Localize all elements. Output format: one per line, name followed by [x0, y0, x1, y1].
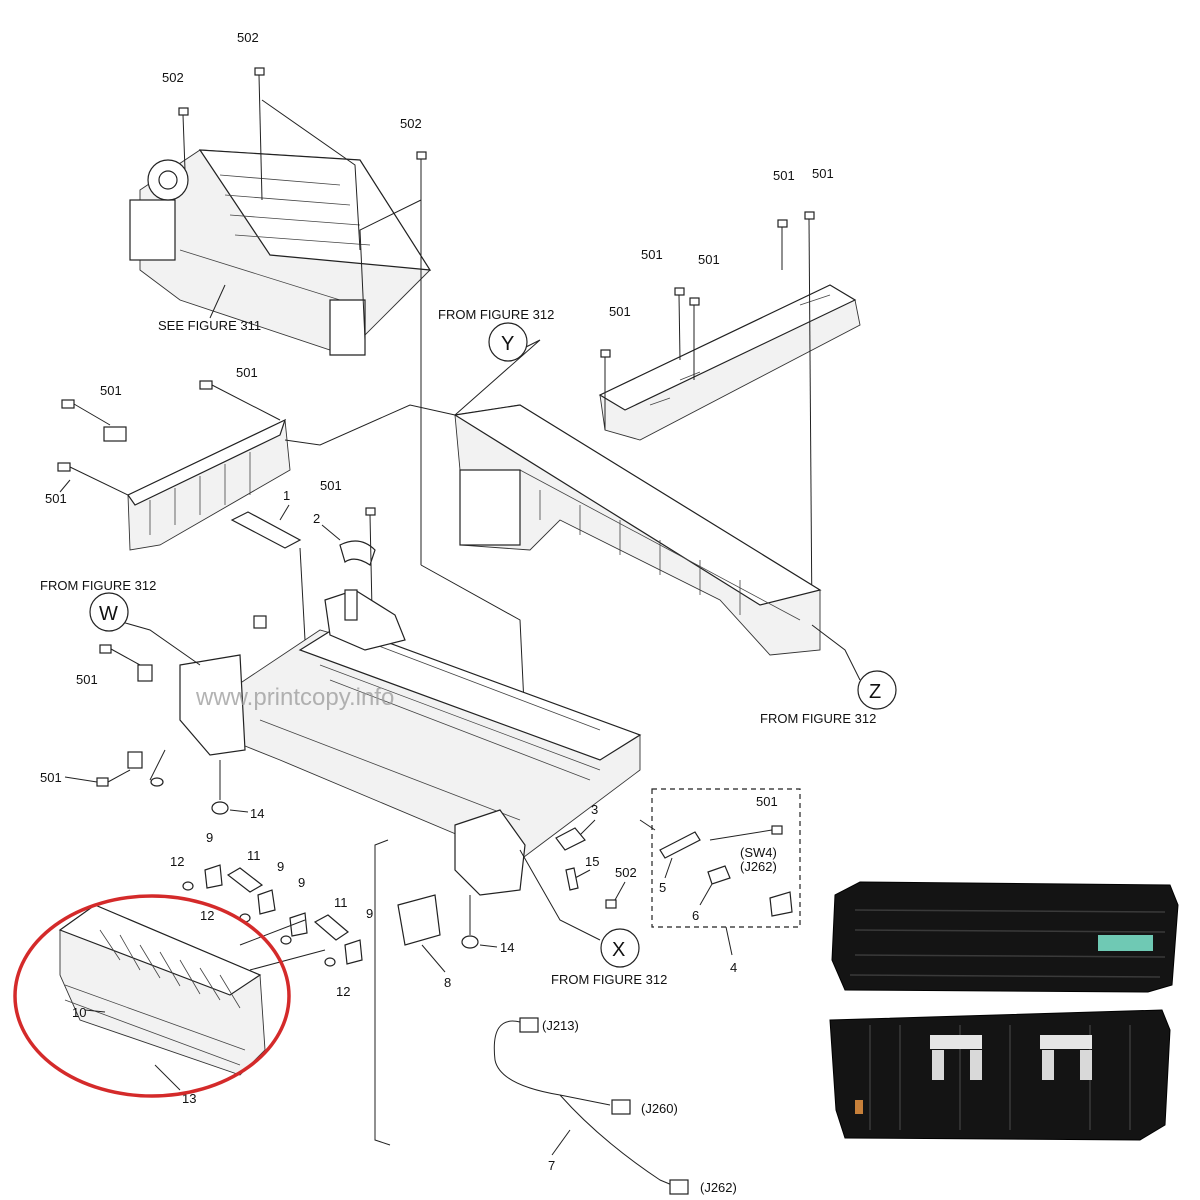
- part-1-shaft: 1: [230, 488, 306, 641]
- j213-label: (J213): [542, 1018, 579, 1033]
- roller-right-icon: [1040, 1035, 1092, 1049]
- leader-see-fig-311: [209, 284, 226, 319]
- part-9-d-label: 9: [366, 906, 373, 921]
- screw-502-b-label: 502: [162, 70, 184, 85]
- part-2-label: 2: [313, 511, 320, 526]
- top-right-plate: [598, 284, 861, 441]
- part-4-label: 4: [730, 960, 737, 975]
- connector-j262-icon: [669, 1179, 689, 1195]
- screw-501-r1-label: 501: [773, 168, 795, 183]
- screw-501-r2-label: 501: [812, 166, 834, 181]
- see-figure-311-label: SEE FIGURE 311: [158, 318, 261, 333]
- part-12-c-label: 12: [336, 984, 350, 999]
- callout-x-label: X: [612, 939, 625, 961]
- part-7-label: 7: [548, 1158, 555, 1173]
- sw4-label: (SW4): [740, 845, 777, 860]
- connector-j213-icon: [519, 1017, 539, 1033]
- callout-z-label: Z: [869, 681, 881, 703]
- callout-w-circle: [89, 592, 129, 632]
- callout-y-circle: [488, 322, 528, 362]
- part-9-b-label: 9: [277, 859, 284, 874]
- part-14-b-label: 14: [500, 940, 514, 955]
- part-14-foot-right: 14: [461, 895, 514, 955]
- green-label-icon: [1098, 935, 1153, 951]
- long-right-tray: [453, 404, 822, 656]
- part-11-a-label: 11: [247, 848, 261, 863]
- screw-502-b: 502: [162, 70, 189, 171]
- screw-501-r4-label: 501: [698, 252, 720, 267]
- part-13-label: 13: [182, 1091, 196, 1106]
- part-3-lever: 3: [555, 802, 598, 851]
- screw-502-a: 502: [237, 30, 265, 201]
- from-figure-312-x-label: FROM FIGURE 312: [551, 972, 667, 987]
- screw-502-d-label: 502: [615, 865, 637, 880]
- part-14-foot-left: 14: [211, 760, 264, 821]
- roller-left-icon: [930, 1035, 982, 1049]
- part-12-a-label: 12: [170, 854, 184, 869]
- screw-501-r3-label: 501: [641, 247, 663, 262]
- screw-501-l3-label: 501: [45, 491, 67, 506]
- j262-cable-label: (J262): [700, 1180, 737, 1195]
- part-15-clip: 15: [565, 854, 599, 891]
- from-figure-312-y-label: FROM FIGURE 312: [438, 307, 554, 322]
- screw-502-d: 502: [605, 865, 637, 909]
- screws-501-left-frame: 501 501 501: [45, 365, 281, 506]
- callout-z-circle: [857, 670, 897, 710]
- screw-501-c-label: 501: [320, 478, 342, 493]
- from-figure-312-z-label: FROM FIGURE 312: [760, 711, 876, 726]
- photo-guide-front: [831, 881, 1179, 993]
- screw-502-a-label: 502: [237, 30, 259, 45]
- rollers-and-springs: 9 11 9 12 12 9 11 9 12: [170, 830, 373, 999]
- part-14-a-label: 14: [250, 806, 264, 821]
- part-6-label: 6: [692, 908, 699, 923]
- part-8-sheet: 8: [397, 894, 451, 990]
- part-9-c-label: 9: [298, 875, 305, 890]
- j260-label: (J260): [641, 1101, 678, 1116]
- screw-501-l1-label: 501: [100, 383, 122, 398]
- part-9-a-label: 9: [206, 830, 213, 845]
- highlight-ellipse: [13, 894, 291, 1098]
- callout-y-label: Y: [501, 333, 514, 355]
- screws-501-base-left: 501 501: [40, 644, 166, 787]
- cable-harness-7: (J213) (J260) (J262) 7: [493, 1017, 737, 1195]
- switch-assembly-4: 501 5 (SW4) (J262) 6: [639, 794, 793, 923]
- part-5-label: 5: [659, 880, 666, 895]
- part-11-b-label: 11: [334, 895, 348, 910]
- screw-501-s-label: 501: [756, 794, 778, 809]
- left-frame: [103, 418, 291, 551]
- screw-501-r5-label: 501: [609, 304, 631, 319]
- connector-j260-icon: [611, 1099, 631, 1115]
- from-figure-312-w-label: FROM FIGURE 312: [40, 578, 156, 593]
- part-3-label: 3: [591, 802, 598, 817]
- screw-502-c-label: 502: [400, 116, 422, 131]
- screw-501-b1-label: 501: [76, 672, 98, 687]
- watermark-text: www.printcopy.info: [195, 684, 394, 711]
- screws-501-top-right: 501 501 501 501 501: [600, 166, 834, 626]
- part-8-label: 8: [444, 975, 451, 990]
- part-2-bracket: 2 501: [313, 478, 376, 611]
- callout-w-label: W: [99, 603, 118, 625]
- part-15-label: 15: [585, 854, 599, 869]
- part-1-label: 1: [283, 488, 290, 503]
- main-base-frame: [179, 589, 642, 896]
- screw-501-l2-label: 501: [236, 365, 258, 380]
- screw-501-b2-label: 501: [40, 770, 62, 785]
- photo-guide-back: [829, 1009, 1171, 1141]
- part-12-b-label: 12: [200, 908, 214, 923]
- part-10-label: 10: [72, 1005, 86, 1020]
- j262-box-label: (J262): [740, 859, 777, 874]
- callout-x-circle: [600, 928, 640, 968]
- screw-502-c: 502: [400, 116, 427, 565]
